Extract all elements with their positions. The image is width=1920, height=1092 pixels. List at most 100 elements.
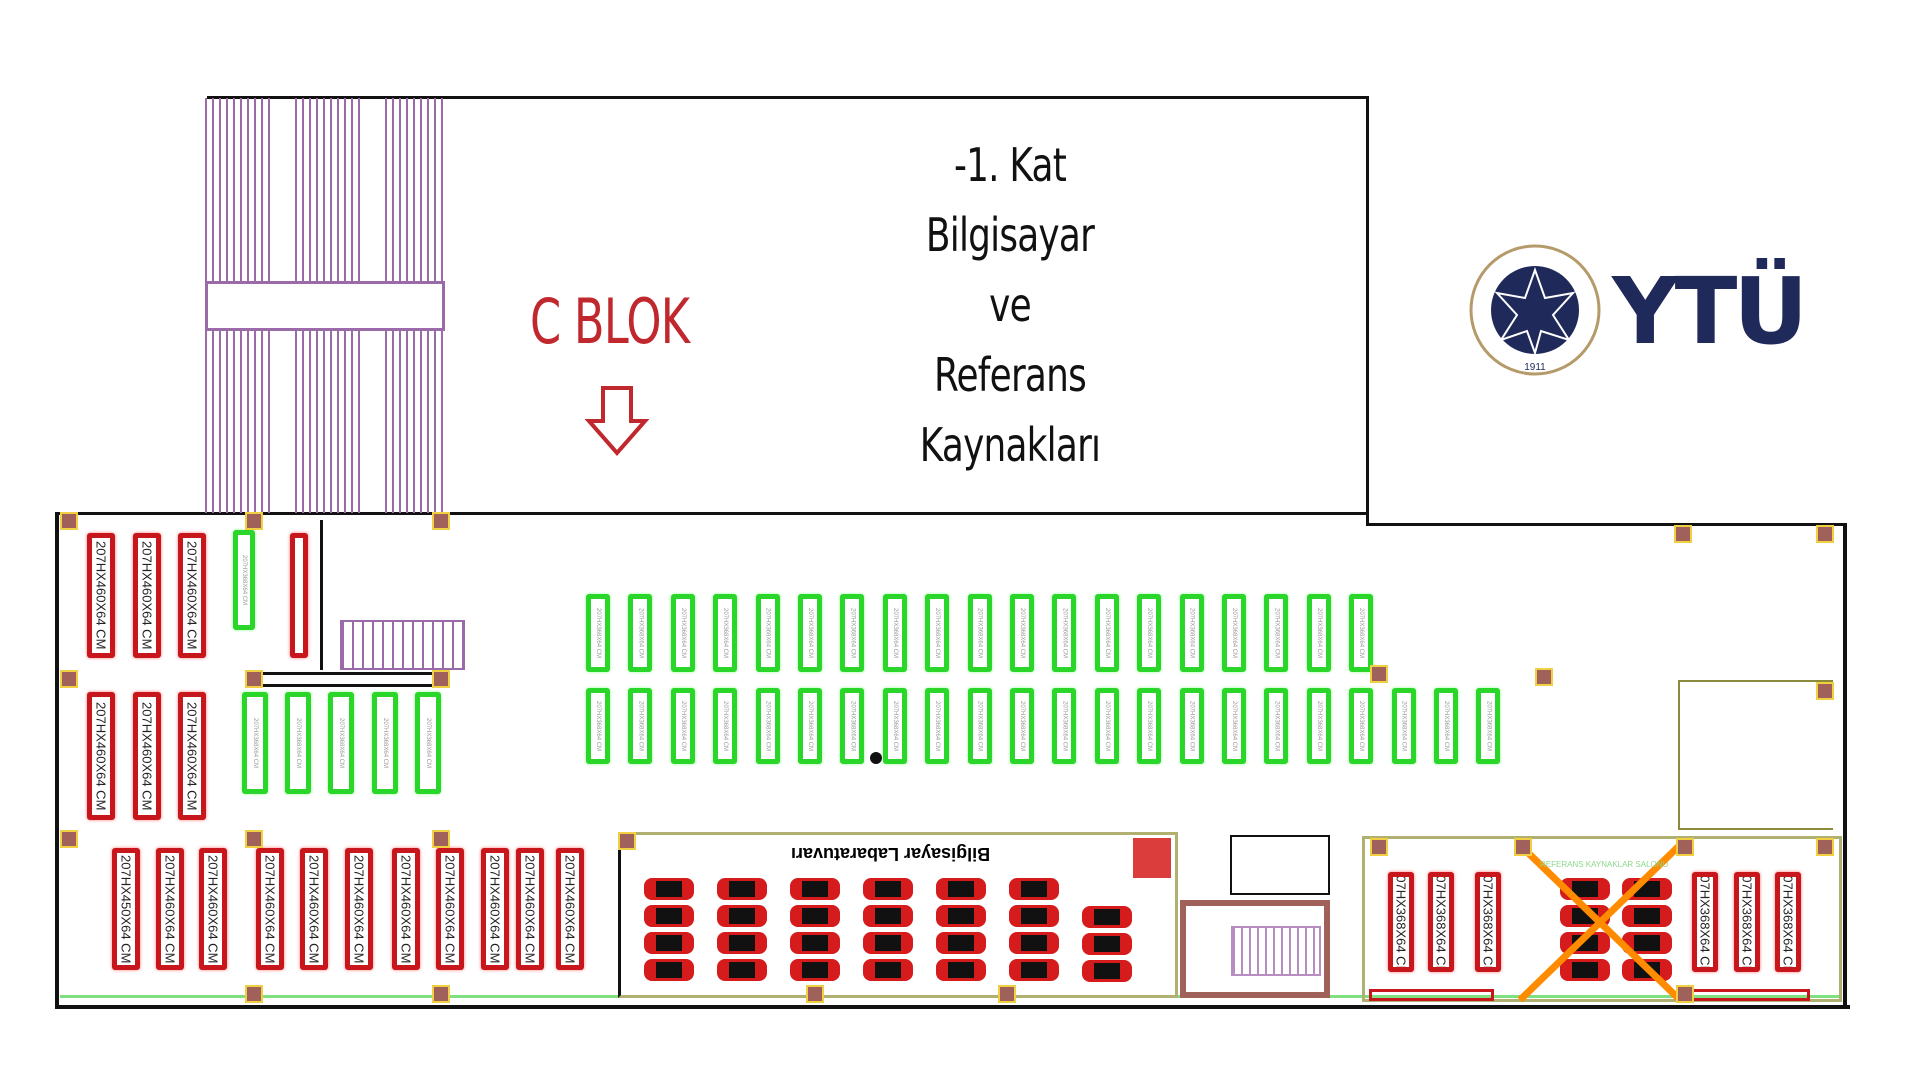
green-bookshelf: 207HX368X64 CM (798, 688, 822, 764)
shelf-label: 207HX368X64 CM (1061, 700, 1068, 752)
green-bookshelf: 207HX368X64 CM (925, 688, 950, 764)
shelf-label: 207HX368X64 CM (849, 607, 856, 659)
shelf-label: 207HX368X64 CM (1315, 607, 1322, 659)
green-bookshelf: 207HX368X64 CM (1349, 688, 1374, 764)
shelf-label: 207HX368X64 CM (764, 700, 771, 752)
shelf-label: 207HX460X64 CM (562, 854, 578, 964)
shelf-label: 207HX368X64 CM (637, 700, 644, 752)
structural-column (1370, 665, 1388, 683)
shelf-label: 207HX368X64 CM (252, 717, 258, 769)
shelf-label: 207HX368X64 CM (637, 607, 644, 659)
computer-desk (790, 959, 840, 981)
green-bookshelf: 207HX368X64 CM (1010, 688, 1034, 764)
shelf-label: 207HX368X64 CM (976, 607, 983, 659)
green-bookshelf: 207HX368X64 CM (372, 692, 398, 794)
red-bookshelf: 207HX368X64 CM (1775, 872, 1801, 972)
shelf-label: 207HX368X64 CM (1358, 700, 1365, 752)
red-bookshelf: 207HX460X64 CM (481, 848, 509, 970)
green-bookshelf: 207HX368X64 CM (1179, 594, 1204, 672)
computer-desk (936, 959, 986, 981)
computer-desk (717, 932, 767, 954)
computer-desk (863, 932, 913, 954)
shelf-label: 207HX460X64 CM (184, 701, 200, 811)
red-bookshelf: 207HX460X64 CM (199, 848, 227, 970)
shelf-label: 207HX368X64 CM (295, 717, 301, 769)
shelf-label: 207HX460X64 CM (522, 854, 538, 964)
red-bookshelf: 207HX460X64 CM (133, 692, 161, 820)
structural-column (245, 830, 263, 848)
green-bookshelf: 207HX368X64 CM (840, 594, 865, 672)
green-bookshelf: 207HX368X64 CM (882, 594, 907, 672)
structural-column (1676, 985, 1694, 1003)
green-bookshelf: 207HX368X64 CM (1264, 688, 1289, 764)
red-bookshelf: 207HX460X64 CM (392, 848, 420, 970)
shelf-label: 207HX368X64 CM (1315, 700, 1322, 752)
structural-column (432, 670, 450, 688)
shelf-label: 207HX368X64 CM (1103, 607, 1110, 659)
red-bookshelf: 207HX460X64 CM (256, 848, 284, 970)
shelf-label: 207HX368X64 CM (1103, 700, 1110, 752)
shelf-label: 207HX368X64 CM (595, 700, 601, 752)
red-bookshelf: 207HX460X64 CM (178, 533, 206, 658)
computer-desk (1009, 878, 1059, 900)
structural-column (1535, 668, 1553, 686)
staircase (205, 98, 445, 513)
shelf-label: 207HX368X64 CM (679, 607, 686, 659)
shelf-label: 207HX368X64 CM (891, 700, 898, 752)
shelf-label: 207HX368X64 CM (1393, 872, 1409, 972)
computer-desk (717, 905, 767, 927)
shelf-label: 207HX368X64 CM (1358, 607, 1365, 659)
structural-column (1816, 525, 1834, 543)
reading-desk (1622, 905, 1672, 927)
shelf-label: 207HX368X64 CM (1019, 700, 1025, 752)
green-bookshelf: 207HX368X64 CM (670, 594, 695, 672)
computer-desk (717, 878, 767, 900)
shelf-label: 207HX368X64 CM (722, 607, 729, 659)
shelf-label: 207HX368X64 CM (382, 717, 388, 769)
green-bookshelf: 207HX368X64 CM (586, 594, 610, 672)
computer-desk (790, 932, 840, 954)
structural-column (60, 512, 78, 530)
structural-column (1816, 838, 1834, 856)
shelf-label: 207HX460X64 CM (93, 541, 109, 650)
shelf-label: 207HX460X64 CM (351, 854, 367, 964)
green-bookshelf: 207HX368X64 CM (882, 688, 907, 764)
shelf-label: 207HX460X64 CM (442, 854, 458, 964)
title-line: Referans (933, 348, 1087, 402)
shelf-label: 207HX368X64 CM (679, 700, 686, 752)
computer-desk (1082, 960, 1132, 982)
computer-desk (863, 878, 913, 900)
reading-desk (1560, 959, 1610, 981)
computer-desk (1009, 959, 1059, 981)
red-bookshelf: 207HX368X64 CM (1734, 872, 1760, 972)
shelf-label: 207HX368X64 CM (1480, 872, 1496, 972)
svg-text:1911: 1911 (1524, 362, 1546, 373)
shelf-label: 207HX368X64 CM (241, 554, 247, 606)
shelf-label: 207HX460X64 CM (139, 701, 155, 811)
shelf-label: 207HX460X64 CM (205, 854, 221, 964)
structural-column (806, 985, 824, 1003)
shelf-label: 207HX368X64 CM (764, 607, 771, 659)
green-bookshelf: 207HX368X64 CM (755, 688, 780, 764)
reading-desk (1622, 932, 1672, 954)
structural-column (432, 512, 450, 530)
computer-desk (936, 878, 986, 900)
green-bookshelf: 207HX368X64 CM (1264, 594, 1289, 672)
green-bookshelf: 207HX368X64 CM (628, 594, 653, 672)
shelf-label: 207HX368X64 CM (1443, 700, 1449, 752)
green-bookshelf: 207HX368X64 CM (1349, 594, 1374, 672)
computer-desk (644, 959, 694, 981)
red-bookshelf: 207HX460X64 CM (156, 848, 184, 970)
computer-desk (1009, 905, 1059, 927)
green-bookshelf: 207HX368X64 CM (1137, 594, 1162, 672)
red-bookshelf: 207HX460X64 CM (133, 533, 161, 658)
block-label: C BLOK (530, 285, 690, 358)
shelf-label: 207HX368X64 CM (1485, 700, 1492, 752)
green-bookshelf: 207HX368X64 CM (967, 594, 992, 672)
red-bookshelf: 207HX368X64 CM (1388, 872, 1414, 972)
shelf-label: 207HX460X64 CM (139, 541, 155, 650)
shelf-label: 207HX368X64 CM (722, 700, 729, 752)
computer-desk (644, 932, 694, 954)
shelf-label: 207HX460X64 CM (184, 541, 200, 650)
shelf-label: 207HX368X64 CM (1739, 872, 1755, 972)
